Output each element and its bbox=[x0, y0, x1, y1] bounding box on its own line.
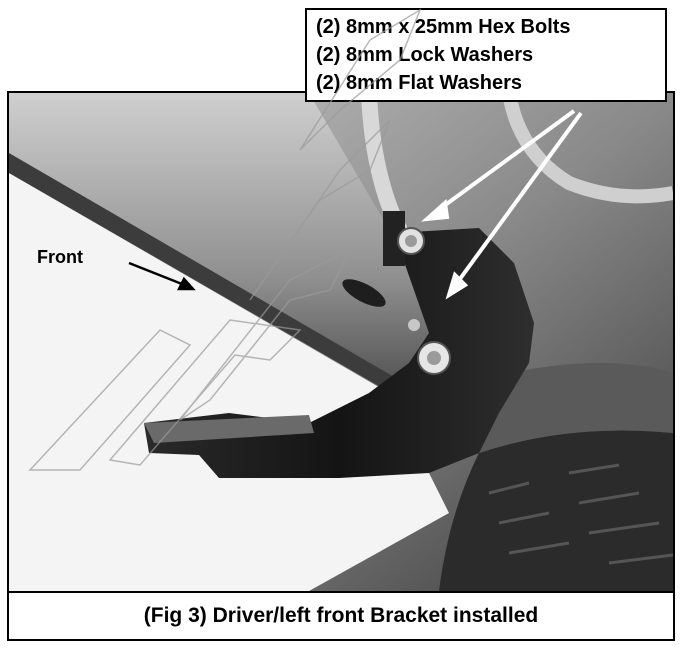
parts-callout-box: (2) 8mm x 25mm Hex Bolts (2) 8mm Lock Wa… bbox=[305, 8, 667, 102]
installation-photo bbox=[9, 93, 673, 593]
front-label: Front bbox=[37, 247, 83, 267]
wheel-well bbox=[479, 363, 673, 453]
lower-bolt-assembly bbox=[408, 319, 451, 375]
tire bbox=[439, 430, 673, 591]
cable-right bbox=[502, 93, 673, 204]
figure-frame: (Fig 3) Driver/left front Bracket instal… bbox=[7, 91, 675, 641]
parts-line-lock-washers: (2) 8mm Lock Washers bbox=[316, 44, 534, 66]
parts-line-hex-bolts: (2) 8mm x 25mm Hex Bolts bbox=[316, 16, 571, 38]
tire-tread bbox=[488, 463, 673, 565]
figure-caption: (Fig 3) Driver/left front Bracket instal… bbox=[143, 604, 539, 627]
callout-arrows bbox=[421, 109, 583, 300]
parts-line-flat-washers: (2) 8mm Flat Washers bbox=[316, 72, 522, 94]
frame-rail bbox=[9, 93, 479, 403]
photo-illustration bbox=[9, 93, 673, 591]
